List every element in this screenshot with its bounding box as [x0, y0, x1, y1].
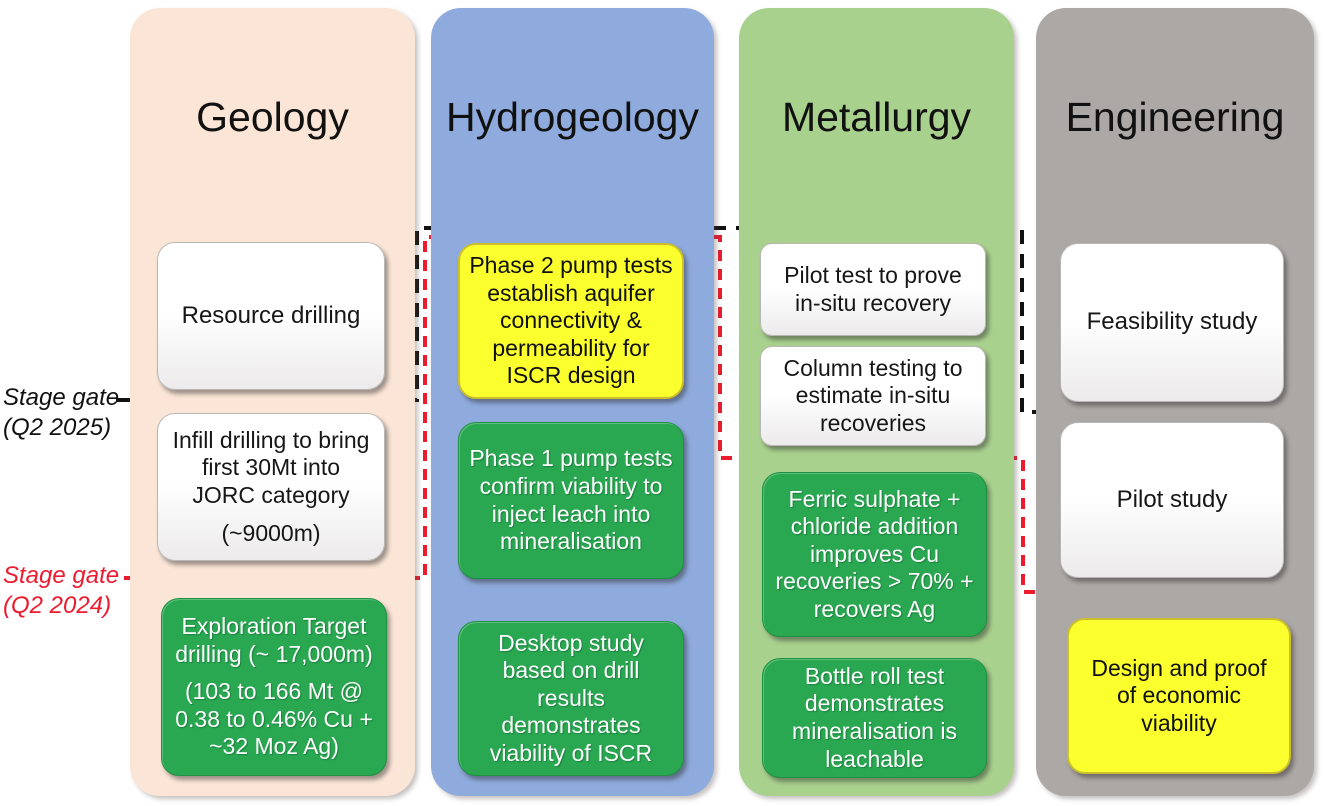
card-infill-drilling: Infill drilling to bring first 30Mt into… — [157, 413, 385, 561]
card-desktop-study: Desktop study based on drill results dem… — [458, 621, 684, 776]
card-ferric-sulphate: Ferric sulphate + chloride addition impr… — [762, 472, 987, 637]
card-text: Exploration Target drilling (~ 17,000m) — [175, 613, 373, 667]
card-text: Resource drilling — [181, 301, 361, 329]
stage-gate-2025-label-line1: Stage gate — [3, 384, 120, 411]
card-design-economic-viability: Design and proof of economic viability — [1067, 618, 1291, 774]
card-text: Pilot test to prove in-situ recovery — [784, 261, 962, 316]
card-bottle-roll-test: Bottle roll test demonstrates mineralisa… — [762, 658, 987, 778]
column-metallurgy: Metallurgy Pilot test to prove in-situ r… — [739, 8, 1014, 796]
stage-gate-2024-label-line1: Stage gate — [3, 562, 120, 589]
stage-gate-2025-label: Stage gate (Q2 2025) — [3, 383, 125, 443]
stage-gate-2024-label: Stage gate (Q2 2024) — [3, 561, 125, 621]
card-resource-drilling: Resource drilling — [157, 242, 385, 390]
card-text: Column testing to estimate in-situ recov… — [783, 354, 963, 436]
card-pilot-study: Pilot study — [1060, 422, 1284, 578]
card-text: Ferric sulphate + chloride addition impr… — [775, 485, 974, 622]
card-text: Design and proof of economic viability — [1091, 654, 1267, 736]
card-text: Feasibility study — [1086, 308, 1258, 336]
card-text: Phase 2 pump tests establish aquifer con… — [469, 252, 673, 389]
card-exploration-target-drilling: Exploration Target drilling (~ 17,000m) … — [161, 598, 387, 776]
card-phase-2-pump-tests: Phase 2 pump tests establish aquifer con… — [458, 243, 684, 399]
column-hydrogeology: Hydrogeology Phase 2 pump tests establis… — [431, 8, 714, 796]
card-phase-1-pump-tests: Phase 1 pump tests confirm viability to … — [458, 422, 684, 579]
column-title-metallurgy: Metallurgy — [781, 94, 972, 140]
card-text: Bottle roll test demonstrates mineralisa… — [792, 662, 957, 772]
card-feasibility-study: Feasibility study — [1060, 243, 1284, 402]
card-text: Infill drilling to bring first 30Mt into… — [172, 426, 370, 508]
card-column-testing: Column testing to estimate in-situ recov… — [760, 346, 986, 446]
card-text: (103 to 166 Mt @ 0.38 to 0.46% Cu + ~32 … — [175, 678, 373, 760]
column-geology: Geology Resource drilling Infill drillin… — [130, 8, 415, 796]
column-engineering: Engineering Feasibility study Pilot stud… — [1036, 8, 1314, 796]
column-title-engineering: Engineering — [1065, 94, 1285, 140]
card-pilot-test: Pilot test to prove in-situ recovery — [760, 243, 986, 336]
stage-gate-2024-label-line2: (Q2 2024) — [3, 592, 112, 620]
card-text: Pilot study — [1116, 485, 1228, 513]
card-text: (~9000m) — [221, 519, 321, 546]
column-title-geology: Geology — [196, 94, 349, 140]
card-text: Desktop study based on drill results dem… — [489, 629, 653, 766]
card-text: Phase 1 pump tests confirm viability to … — [469, 445, 673, 555]
column-title-hydrogeology: Hydrogeology — [446, 94, 699, 140]
stage-gate-2025-label-line2: (Q2 2025) — [3, 414, 112, 442]
